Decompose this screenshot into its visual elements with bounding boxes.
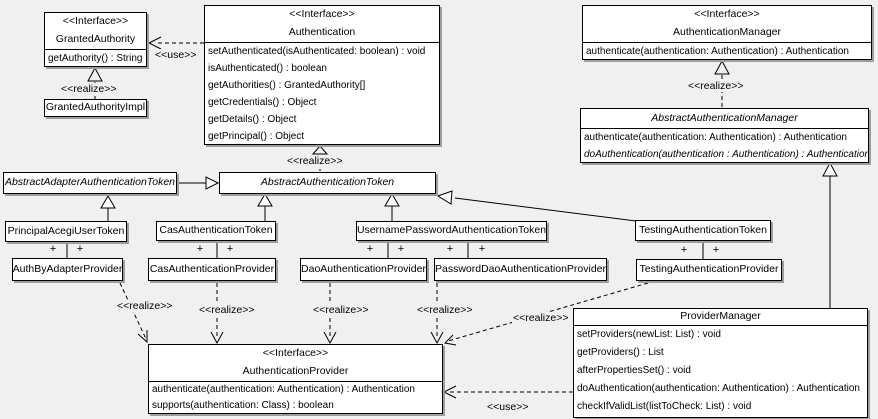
realize-label: <<realize>> (60, 83, 118, 95)
class-name: GrantedAuthorityImpl (45, 101, 146, 114)
class-testing-authentication-token: TestingAuthenticationToken (635, 220, 771, 241)
class-authentication: <<Interface>> Authentication setAuthenti… (204, 5, 440, 145)
class-name: AbstractAdapterAuthenticationToken (4, 176, 176, 189)
association-plus: + (446, 243, 454, 255)
class-testing-authentication-provider: TestingAuthenticationProvider (636, 259, 782, 281)
realize-label: <<realize>> (512, 312, 570, 324)
method-label: getAuthorities() : GrantedAuthority[] (208, 80, 366, 91)
method-label: authenticate(authentication: Authenticat… (152, 384, 415, 395)
realize-label: <<realize>> (687, 80, 745, 92)
class-abstract-authentication-manager: AbstractAuthenticationManager authentica… (580, 108, 869, 163)
class-dao-authentication-provider: DaoAuthenticationProvider (300, 258, 427, 281)
class-username-password-authentication-token: UsernamePasswordAuthenticationToken (356, 221, 547, 241)
realize-label: <<realize>> (116, 300, 174, 312)
class-granted-authority-impl: GrantedAuthorityImpl (44, 99, 147, 117)
class-name: PasswordDaoAuthenticationProvider (435, 262, 607, 275)
method-label: authenticate(authentication: Authenticat… (586, 46, 849, 57)
class-abstract-adapter-authentication-token: AbstractAdapterAuthenticationToken (3, 172, 177, 194)
method-label: authenticate(authentication: Authenticat… (584, 132, 847, 143)
stereotype-label: <<Interface>> (62, 15, 129, 28)
association-plus: + (226, 243, 234, 255)
association-plus: + (76, 243, 84, 255)
association-plus: + (680, 244, 688, 256)
method-label: doAuthentication(authentication: Authent… (577, 383, 860, 394)
class-authentication-provider: <<Interface>> AuthenticationProvider aut… (148, 344, 443, 414)
stereotype-label: <<Interface>> (262, 347, 329, 360)
class-name: CasAuthenticationToken (159, 224, 273, 237)
association-plus: + (712, 244, 720, 256)
class-name: AuthenticationProvider (242, 365, 349, 378)
class-name: UsernamePasswordAuthenticationToken (356, 224, 547, 237)
class-name: AbstractAuthenticationManager (651, 111, 798, 124)
class-name: TestingAuthenticationProvider (639, 263, 779, 276)
class-auth-by-adapter-provider: AuthByAdapterProvider (12, 258, 123, 281)
class-authentication-manager: <<Interface>> AuthenticationManager auth… (582, 5, 872, 60)
method-label: isAuthenticated() : boolean (208, 63, 327, 74)
realize-label: <<realize>> (312, 304, 370, 316)
class-principal-acegi-user-token: PrincipalAcegiUserToken (5, 221, 127, 242)
class-name: AbstractAuthenticationToken (260, 176, 395, 189)
association-plus: + (366, 243, 374, 255)
method-label: setProviders(newList: List) : void (577, 329, 721, 340)
class-cas-authentication-provider: CasAuthenticationProvider (148, 258, 276, 281)
class-name: GrantedAuthority (55, 33, 136, 46)
method-label: getPrincipal() : Object (208, 131, 305, 142)
association-plus: + (397, 243, 405, 255)
method-label: getCredentials() : Object (208, 97, 317, 108)
stereotype-label: <<Interface>> (694, 8, 760, 21)
class-name: TestingAuthenticationToken (639, 223, 767, 236)
class-granted-authority: <<Interface>> GrantedAuthority getAuthor… (44, 12, 147, 67)
class-name: PrincipalAcegiUserToken (7, 224, 125, 237)
method-label: checkIfValidList(listToCheck: List) : vo… (577, 401, 752, 412)
class-password-dao-authentication-provider: PasswordDaoAuthenticationProvider (434, 258, 607, 281)
method-label: doAuthentication(authentication : Authen… (584, 149, 868, 160)
class-abstract-authentication-token: AbstractAuthenticationToken (219, 172, 436, 194)
use-label: <<use>> (154, 49, 198, 61)
use-label: <<use>> (486, 401, 530, 413)
method-label: getAuthority() : String (48, 53, 143, 64)
method-label: getProviders() : List (577, 347, 664, 358)
class-name: Authentication (288, 26, 356, 39)
class-provider-manager: ProviderManager setProviders(newList: Li… (573, 308, 868, 418)
method-label: setAuthenticated(isAuthenticated: boolea… (208, 46, 426, 57)
class-name: AuthByAdapterProvider (12, 262, 123, 275)
realize-label: <<realize>> (416, 304, 474, 316)
method-label: afterPropertiesSet() : void (577, 365, 691, 376)
realize-label: <<realize>> (286, 155, 344, 167)
association-plus: + (49, 243, 57, 255)
class-name: AuthenticationManager (673, 26, 781, 39)
realize-label: <<realize>> (198, 304, 256, 316)
stereotype-label: <<Interface>> (289, 8, 355, 21)
class-name: DaoAuthenticationProvider (301, 262, 426, 275)
class-name: ProviderManager (680, 310, 761, 323)
method-label: supports(authentication: Class) : boolea… (152, 400, 334, 411)
association-plus: + (196, 243, 204, 255)
class-name: CasAuthenticationProvider (149, 262, 275, 275)
method-label: getDetails() : Object (208, 114, 297, 125)
class-cas-authentication-token: CasAuthenticationToken (156, 221, 276, 241)
association-plus: + (478, 243, 486, 255)
